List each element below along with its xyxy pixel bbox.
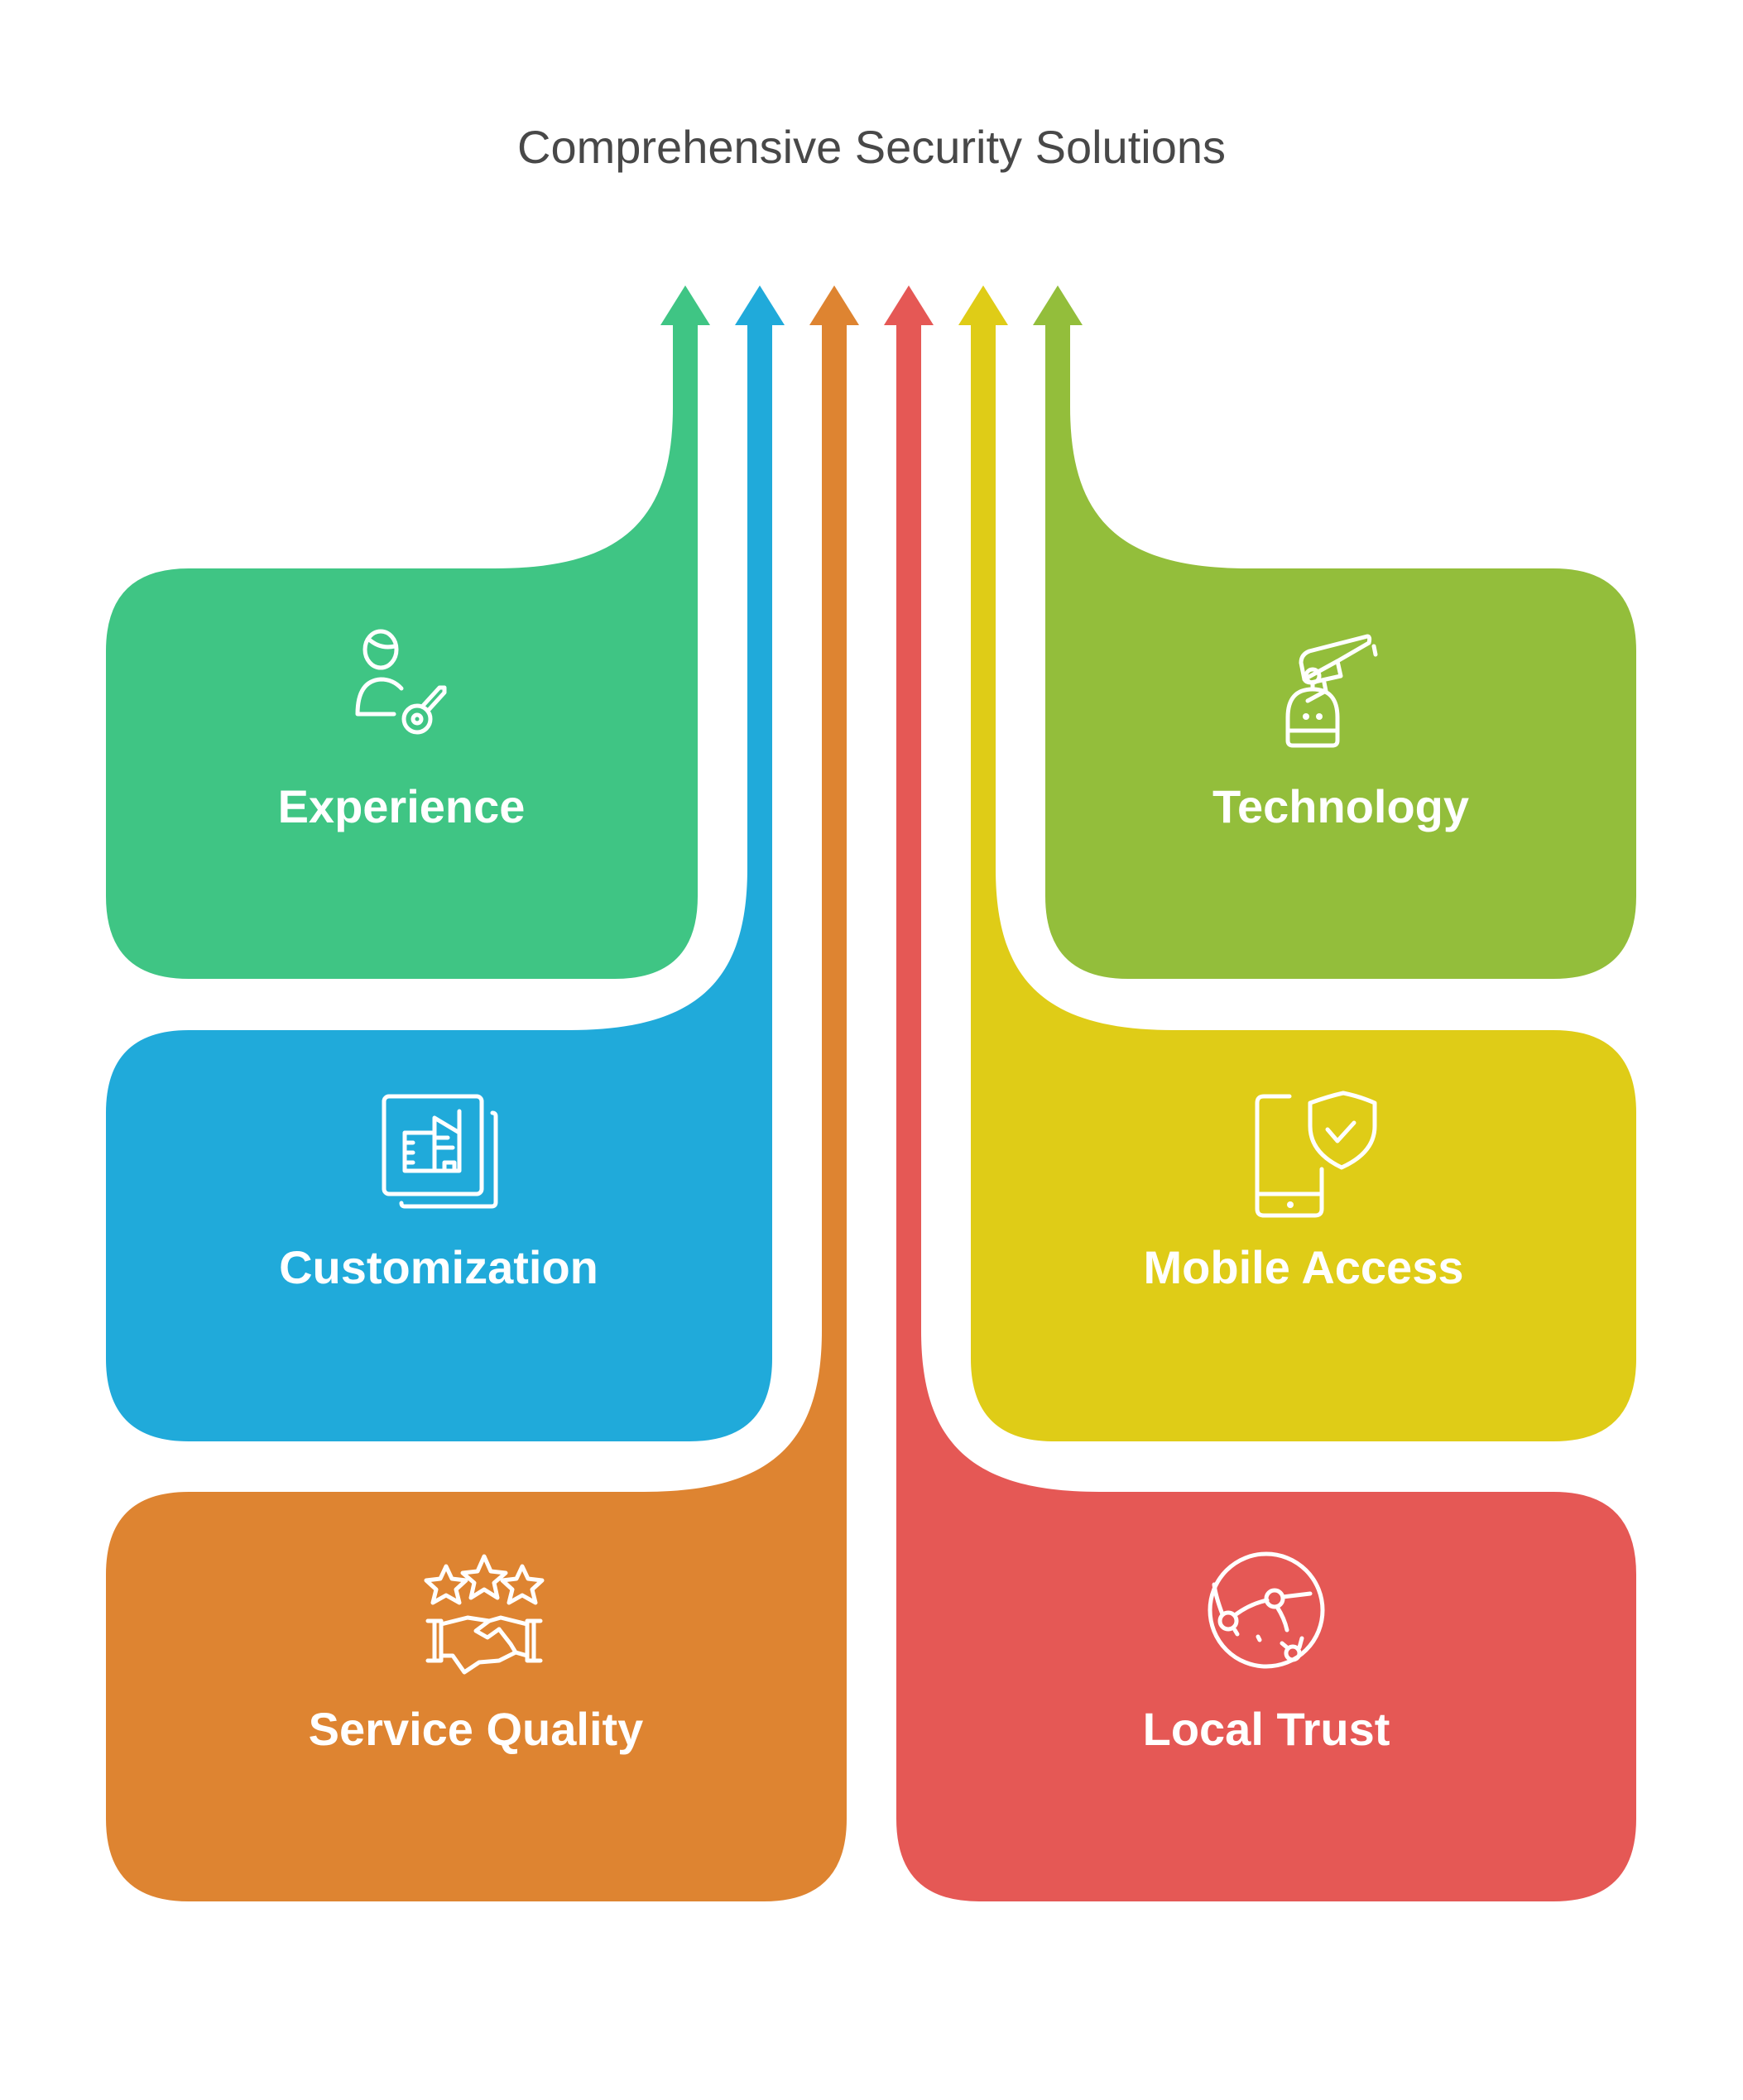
- stars-handshake-icon: [424, 1554, 545, 1675]
- item-label-local-trust: Local Trust: [1143, 1703, 1390, 1755]
- security-guard-key-icon: [355, 629, 447, 735]
- arrow-card-service-quality: [106, 285, 859, 1901]
- building-documents-icon: [382, 1094, 498, 1209]
- arrow-card-experience: [106, 285, 710, 979]
- globe-network-icon: [1208, 1551, 1325, 1669]
- item-label-customization: Customization: [279, 1241, 598, 1293]
- mobile-shield-check-icon: [1255, 1091, 1377, 1218]
- diagram-title: Comprehensive Security Solutions: [517, 121, 1226, 173]
- item-label-service-quality: Service Quality: [309, 1703, 644, 1755]
- item-label-technology: Technology: [1212, 780, 1469, 832]
- robot-camera-icon: [1285, 634, 1378, 748]
- arrow-card-local-trust: [884, 285, 1636, 1901]
- arrow-card-mobile-access: [958, 285, 1636, 1441]
- arrow-card-customization: [106, 285, 785, 1441]
- item-label-experience: Experience: [278, 780, 526, 832]
- item-label-mobile-access: Mobile Access: [1144, 1241, 1464, 1293]
- arrow-card-technology: [1033, 285, 1636, 979]
